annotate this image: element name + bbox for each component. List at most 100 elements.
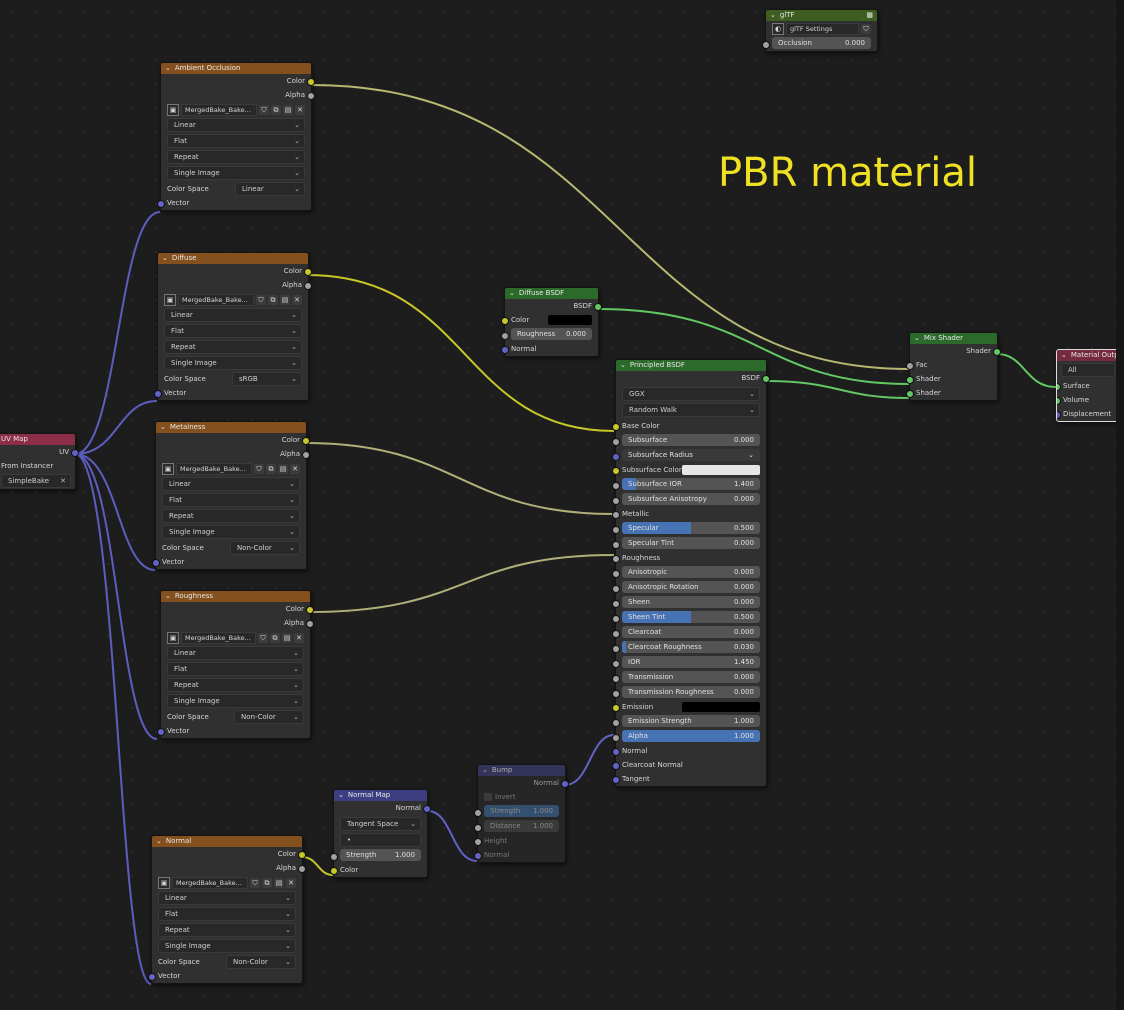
socket[interactable] <box>330 867 338 875</box>
socket[interactable] <box>474 824 482 832</box>
socket[interactable] <box>612 482 620 490</box>
socket[interactable] <box>330 853 338 861</box>
socket[interactable] <box>304 282 312 290</box>
source-select[interactable]: Single Image⌄ <box>158 939 296 953</box>
roughness-node[interactable]: ⌄Roughness Color Alpha ▣ MergedBake_Bake… <box>157 590 314 739</box>
space-select[interactable]: Tangent Space⌄ <box>340 817 421 831</box>
distribution-select[interactable]: GGX⌄ <box>622 387 760 401</box>
socket[interactable] <box>612 630 620 638</box>
node-header[interactable]: ⌄Metalness <box>156 422 306 433</box>
color-space-select[interactable]: sRGB⌄ <box>232 372 302 386</box>
volume-input[interactable]: Volume <box>1057 393 1119 407</box>
socket[interactable] <box>307 92 315 100</box>
mix-shader-node[interactable]: ⌄Mix Shader Shader Fac Shader Shader <box>906 332 1001 401</box>
node-header[interactable]: ⌄Material Output <box>1057 350 1119 361</box>
principled-input[interactable]: Metallic <box>612 507 766 521</box>
close-icon[interactable]: ✕ <box>286 878 296 888</box>
node-header[interactable]: ⌄Roughness <box>161 591 310 602</box>
base-color-input[interactable]: Base Color <box>612 419 766 433</box>
socket[interactable] <box>474 852 482 860</box>
socket[interactable] <box>306 606 314 614</box>
displacement-input[interactable]: Displacement <box>1057 407 1119 421</box>
socket[interactable] <box>1057 383 1061 391</box>
socket[interactable] <box>302 451 310 459</box>
socket[interactable] <box>594 303 602 311</box>
source-select[interactable]: Single Image⌄ <box>164 356 302 370</box>
socket[interactable] <box>304 268 312 276</box>
image-selector[interactable]: ▣ MergedBake_Bake... ⛉ ⧉ ▤ ✕ <box>167 104 305 116</box>
image-icon[interactable]: ▣ <box>167 104 179 116</box>
node-header[interactable]: ⌄Mix Shader <box>910 333 997 344</box>
socket[interactable] <box>157 728 165 736</box>
projection-select[interactable]: Flat⌄ <box>158 907 296 921</box>
interpolation-select[interactable]: Linear⌄ <box>158 891 296 905</box>
color-swatch[interactable] <box>548 315 592 325</box>
color-space-select[interactable]: Non-Color⌄ <box>234 710 304 724</box>
duplicate-icon[interactable]: ⧉ <box>262 878 272 888</box>
socket[interactable] <box>612 541 620 549</box>
fac-input[interactable]: Fac <box>906 358 997 372</box>
vector-input[interactable]: Vector <box>157 724 310 738</box>
socket[interactable] <box>612 511 620 519</box>
node-header[interactable]: ⌄Ambient Occlusion <box>161 63 311 74</box>
socket[interactable] <box>906 390 914 398</box>
close-icon[interactable]: ✕ <box>294 633 304 643</box>
image-icon[interactable]: ▣ <box>164 294 176 306</box>
interpolation-select[interactable]: Linear⌄ <box>167 118 305 132</box>
uv-map-node[interactable]: UV Map UV From Instancer SimpleBake✕ <box>0 433 79 490</box>
node-header[interactable]: ⌄glTF▦ <box>766 10 877 21</box>
socket[interactable] <box>993 348 1001 356</box>
normal-input[interactable]: Normal <box>501 342 598 356</box>
image-icon[interactable]: ▣ <box>162 463 174 475</box>
socket[interactable] <box>612 748 620 756</box>
projection-select[interactable]: Flat⌄ <box>167 662 304 676</box>
interpolation-select[interactable]: Linear⌄ <box>164 308 302 322</box>
color-swatch[interactable] <box>682 702 760 712</box>
ambient-occlusion-node[interactable]: ⌄Ambient Occlusion Color Alpha ▣ MergedB… <box>157 62 315 211</box>
principled-input[interactable]: Subsurface Color <box>612 463 766 477</box>
duplicate-icon[interactable]: ⧉ <box>271 105 281 115</box>
color-space-select[interactable]: Linear⌄ <box>235 182 305 196</box>
material-output-node[interactable]: ⌄Material Output All Surface Volume Disp… <box>1056 349 1120 422</box>
socket[interactable] <box>612 497 620 505</box>
extension-select[interactable]: Repeat⌄ <box>158 923 296 937</box>
subsurface-method-select[interactable]: Random Walk⌄ <box>622 403 760 417</box>
duplicate-icon[interactable]: ⧉ <box>270 633 280 643</box>
socket[interactable] <box>474 809 482 817</box>
socket[interactable] <box>71 449 79 457</box>
projection-select[interactable]: Flat⌄ <box>167 134 305 148</box>
color-swatch[interactable] <box>682 465 760 475</box>
socket[interactable] <box>157 200 165 208</box>
socket[interactable] <box>501 317 509 325</box>
source-select[interactable]: Single Image⌄ <box>167 166 305 180</box>
fake-user-icon[interactable]: ⛉ <box>258 633 268 643</box>
socket[interactable] <box>906 376 914 384</box>
socket[interactable] <box>612 645 620 653</box>
principled-vector-input[interactable]: Tangent <box>612 772 766 786</box>
duplicate-icon[interactable]: ⧉ <box>268 295 278 305</box>
color-input[interactable]: Color <box>501 313 598 327</box>
invert-checkbox[interactable]: Invert <box>478 790 565 804</box>
color-space-select[interactable]: Non-Color⌄ <box>230 541 300 555</box>
socket[interactable] <box>501 332 509 340</box>
vector-input[interactable]: Vector <box>152 555 306 569</box>
shader-input-1[interactable]: Shader <box>906 372 997 386</box>
fake-user-icon[interactable]: ⛉ <box>861 24 871 34</box>
socket[interactable] <box>298 865 306 873</box>
node-header[interactable]: ⌄Bump <box>478 765 565 776</box>
principled-input[interactable]: Subsurface Radius⌄ <box>612 449 766 463</box>
